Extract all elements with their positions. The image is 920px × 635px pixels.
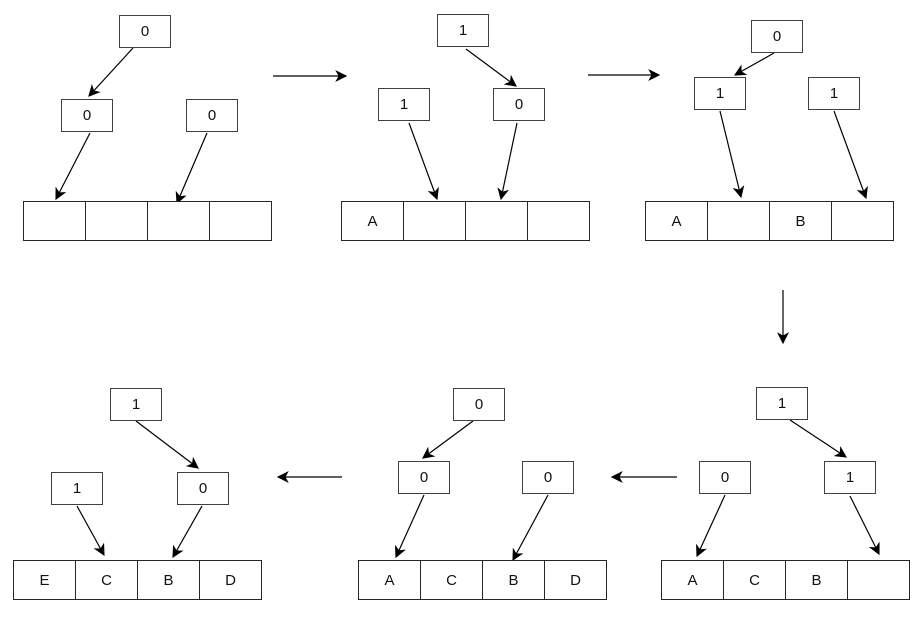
arrow-s2-right-to-cell3: [497, 122, 518, 201]
tree-node-left: 1: [378, 88, 430, 121]
array-cell: C: [420, 560, 483, 600]
tree-node-right: 1: [824, 461, 876, 494]
tree-node-root: 0: [453, 388, 505, 421]
array-cell: B: [137, 560, 200, 600]
tree-node-right: 0: [186, 99, 238, 132]
arrow-s4-left-to-cell1: [696, 494, 726, 558]
arrow-s3-root-to-left: [733, 52, 775, 76]
tree-node-left: 0: [61, 99, 113, 132]
array-cell: E: [13, 560, 76, 600]
array-cell: A: [645, 201, 708, 241]
array-row: A C B D: [358, 560, 607, 600]
tree-node-root: 1: [437, 14, 489, 47]
array-cell: [85, 201, 148, 241]
tree-node-left: 1: [694, 77, 746, 110]
array-cell: [831, 201, 894, 241]
array-row: A B: [645, 201, 894, 241]
arrow-s1-left-to-cell1: [55, 132, 91, 201]
tree-node-root: 0: [751, 20, 803, 53]
arrow-s5-left-to-cell1: [394, 494, 425, 559]
array-row: A C B: [661, 560, 910, 600]
arrow-s4-right-to-cell4: [849, 495, 880, 556]
arrow-s4-root-to-right: [789, 419, 848, 458]
arrow-s6-right-to-cell3: [172, 505, 203, 559]
tree-node-left: 0: [699, 461, 751, 494]
arrow-s6-left-to-cell2: [76, 505, 105, 557]
array-cell: [23, 201, 86, 241]
array-cell: [847, 560, 910, 600]
array-cell: C: [75, 560, 138, 600]
tree-node-left: 1: [51, 472, 103, 505]
array-row: [23, 201, 272, 241]
tree-node-left: 0: [398, 461, 450, 494]
array-cell: B: [769, 201, 832, 241]
tree-node-root: 0: [119, 15, 171, 48]
arrow-s1-right-to-cell3: [175, 132, 208, 205]
tree-node-right: 0: [177, 472, 229, 505]
arrow-s2-left-to-cell2: [408, 122, 439, 201]
array-cell: B: [785, 560, 848, 600]
tree-node-right: 0: [522, 461, 574, 494]
array-cell: D: [199, 560, 262, 600]
array-cell: A: [341, 201, 404, 241]
arrow-s3-right-to-cell4: [833, 110, 868, 200]
array-cell: [465, 201, 528, 241]
arrow-s5-right-to-cell3: [512, 494, 549, 562]
tree-node-right: 1: [808, 77, 860, 110]
array-cell: D: [544, 560, 607, 600]
array-cell: [403, 201, 466, 241]
array-cell: C: [723, 560, 786, 600]
array-cell: B: [482, 560, 545, 600]
array-cell: [209, 201, 272, 241]
tree-node-root: 1: [756, 387, 808, 420]
arrow-s2-root-to-right: [465, 48, 517, 87]
tree-node-right: 0: [493, 88, 545, 121]
array-cell: A: [661, 560, 724, 600]
arrow-s3-left-to-cell2: [719, 110, 745, 199]
array-cell: [527, 201, 590, 241]
arrow-s6-root-to-right: [135, 420, 199, 469]
arrow-s1-root-to-left: [88, 47, 134, 97]
array-cell: [147, 201, 210, 241]
array-cell: [707, 201, 770, 241]
array-cell: A: [358, 560, 421, 600]
array-row: A: [341, 201, 590, 241]
tree-node-root: 1: [110, 388, 162, 421]
array-row: E C B D: [13, 560, 262, 600]
arrow-s5-root-to-left: [422, 420, 474, 459]
